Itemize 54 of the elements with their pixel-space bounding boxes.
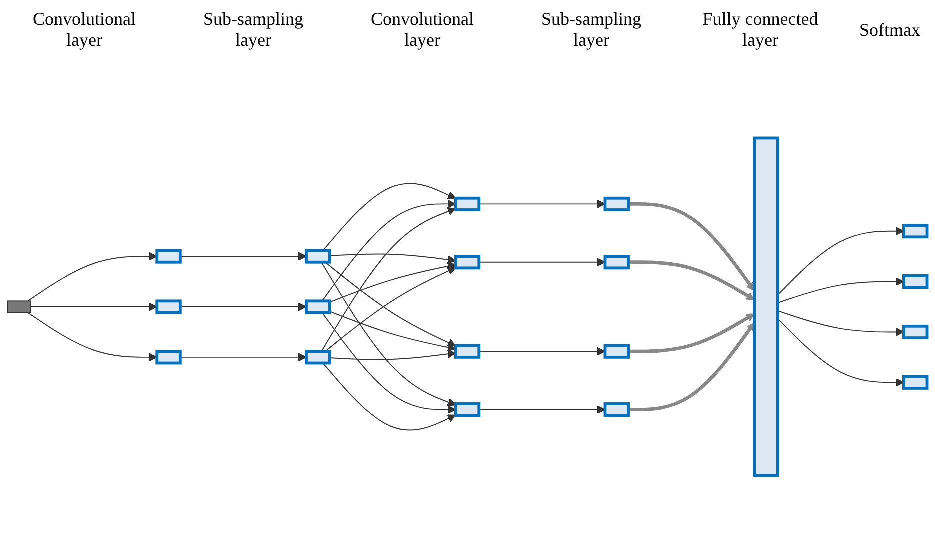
arrow bbox=[777, 278, 904, 304]
arrow bbox=[322, 200, 456, 302]
arrow bbox=[322, 312, 456, 414]
node-box bbox=[604, 196, 630, 212]
arrow bbox=[478, 258, 606, 267]
arrow bbox=[628, 322, 755, 412]
arrow bbox=[478, 347, 606, 356]
arrow bbox=[28, 312, 158, 362]
arrow bbox=[329, 350, 456, 360]
arrow bbox=[329, 311, 456, 352]
node-box bbox=[156, 249, 182, 264]
arrow bbox=[478, 406, 606, 414]
node-box bbox=[156, 300, 182, 314]
node-box bbox=[604, 402, 630, 418]
arrow bbox=[180, 353, 307, 362]
arrow bbox=[28, 252, 158, 302]
node-box bbox=[902, 274, 929, 290]
node-box bbox=[902, 224, 929, 239]
node-box bbox=[305, 300, 332, 314]
arrow bbox=[329, 262, 456, 303]
node-box bbox=[604, 344, 630, 359]
node-box bbox=[305, 350, 332, 365]
arrow bbox=[628, 202, 755, 292]
arrow bbox=[777, 227, 904, 296]
arrow bbox=[777, 318, 904, 387]
node-box bbox=[902, 324, 929, 340]
picture bbox=[7, 300, 32, 314]
node-bar bbox=[753, 136, 780, 478]
node-box bbox=[305, 249, 332, 264]
layer-label: Fully connected layer bbox=[702, 9, 820, 51]
layer-label: Convolutional layer bbox=[32, 9, 137, 51]
arrow bbox=[628, 314, 755, 354]
arrow bbox=[321, 262, 456, 406]
arrow bbox=[30, 302, 158, 312]
node-box bbox=[454, 402, 481, 418]
node-box bbox=[454, 344, 481, 359]
arrow bbox=[322, 362, 456, 431]
node-box bbox=[454, 196, 481, 212]
arrow bbox=[478, 200, 606, 208]
layer-label: Sub-sampling layer bbox=[202, 9, 304, 51]
arrow bbox=[321, 208, 456, 352]
arrow bbox=[329, 254, 456, 264]
node-box bbox=[156, 350, 182, 365]
arrow bbox=[322, 183, 456, 252]
layer-label: Sub-sampling layer bbox=[540, 9, 642, 51]
layer-label: Softmax bbox=[860, 20, 920, 40]
arrow bbox=[628, 260, 755, 300]
arrow bbox=[180, 252, 307, 261]
node-box bbox=[454, 255, 481, 270]
arrow bbox=[180, 302, 307, 312]
node-box bbox=[902, 375, 929, 390]
layer-label: Convolutional layer bbox=[370, 9, 475, 51]
node-box bbox=[604, 255, 630, 270]
arrow bbox=[777, 310, 904, 336]
